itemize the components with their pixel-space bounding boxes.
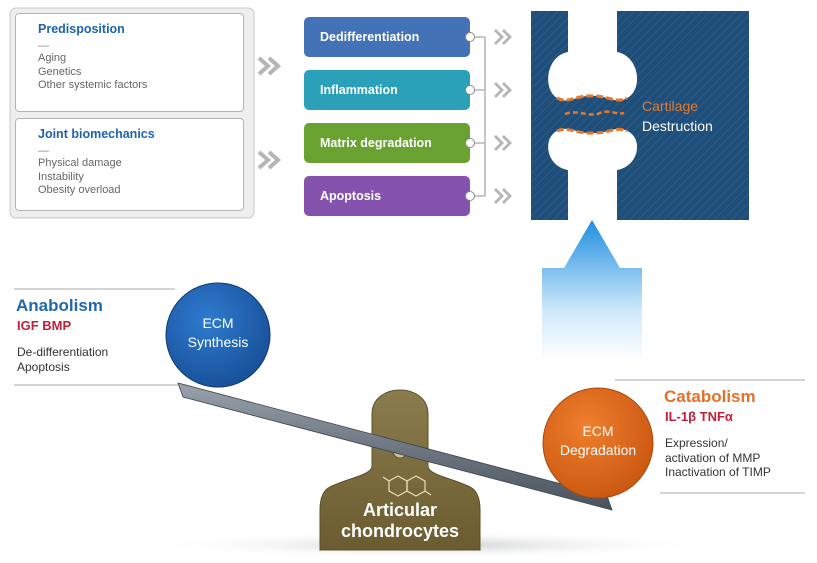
lower-cartilage <box>556 127 628 135</box>
process-label: Inflammation <box>320 83 398 97</box>
anabolism-title: Anabolism <box>16 296 103 315</box>
predisposition-dash: — <box>38 40 49 52</box>
anabolism-note: Apoptosis <box>17 360 70 374</box>
process-matrix-degradation: Matrix degradation <box>304 123 475 163</box>
lower-bone <box>548 128 638 220</box>
connector-dot <box>465 138 475 148</box>
double-chevron-icon <box>257 150 282 170</box>
process-label: Apoptosis <box>320 189 382 203</box>
anabolism-note: De-differentiation <box>17 345 109 359</box>
biomechanics-item: Obesity overload <box>38 184 121 196</box>
cartilage-fragments <box>564 110 625 116</box>
upper-cartilage <box>556 94 628 102</box>
joint-panel <box>531 11 749 220</box>
connector-dot <box>465 85 475 95</box>
process-label: Matrix degradation <box>320 136 432 150</box>
connector-dot <box>465 32 475 42</box>
joint-biomechanics-box: Joint biomechanics — Physical damage Ins… <box>15 118 244 211</box>
anabolism-factors: IGF BMP <box>17 318 72 333</box>
fulcrum-line2: chondrocytes <box>340 521 460 541</box>
process-inflammation: Inflammation <box>304 70 475 110</box>
catabolism-factors: IL-1β TNFα <box>665 409 733 424</box>
seesaw-beam <box>177 382 613 511</box>
molecule-icon <box>382 475 432 497</box>
fulcrum-text: Articular chondrocytes <box>320 500 480 542</box>
synthesis-text: ECM Synthesis <box>166 314 270 352</box>
synthesis-line1: ECM <box>202 315 234 331</box>
degradation-line1: ECM <box>582 423 614 439</box>
predisposition-title: Predisposition <box>38 22 125 36</box>
synthesis-line2: Synthesis <box>187 334 249 350</box>
biomechanics-dash: — <box>38 145 49 157</box>
fulcrum-line1: Articular <box>362 500 438 520</box>
process-apoptosis: Apoptosis <box>304 176 475 216</box>
process-label: Dedifferentiation <box>320 30 420 44</box>
biomechanics-item: Physical damage <box>38 157 122 169</box>
chevron-right-icon <box>494 29 512 204</box>
catabolism-note: activation of MMP <box>665 450 761 465</box>
predisposition-item: Other systemic factors <box>38 79 148 91</box>
degradation-line2: Degradation <box>559 442 637 458</box>
cartilage-label: Cartilage <box>642 98 699 114</box>
biomechanics-title: Joint biomechanics <box>38 127 155 141</box>
ecm-degradation-ball <box>542 387 654 499</box>
knee-joint-illustration <box>531 11 749 220</box>
biomechanics-item: Instability <box>38 170 84 183</box>
ecm-synthesis-ball <box>165 282 271 388</box>
destruction-label: Destruction <box>642 118 713 134</box>
predisposition-item: Aging <box>38 52 67 64</box>
predisposition-item: Genetics <box>38 65 82 78</box>
predisposition-box: Predisposition — Aging Genetics Other sy… <box>15 13 244 112</box>
fulcrum <box>319 389 481 551</box>
catabolism-note: Expression/ <box>665 436 728 450</box>
catabolism-notes: Expression/ activation of MMP Inactivati… <box>665 436 771 480</box>
process-dedifferentiation: Dedifferentiation <box>304 17 475 57</box>
degradation-text: ECM Degradation <box>543 422 653 460</box>
anabolism-notes: De-differentiation Apoptosis <box>17 345 108 375</box>
upper-bone <box>548 11 638 101</box>
double-chevron-icon <box>257 56 282 76</box>
connector-dot <box>465 191 475 201</box>
catabolism-note: Inactivation of TIMP <box>665 465 771 479</box>
catabolism-title: Catabolism <box>664 387 756 406</box>
process-connector <box>474 36 486 197</box>
upward-arrow-icon <box>542 220 642 360</box>
